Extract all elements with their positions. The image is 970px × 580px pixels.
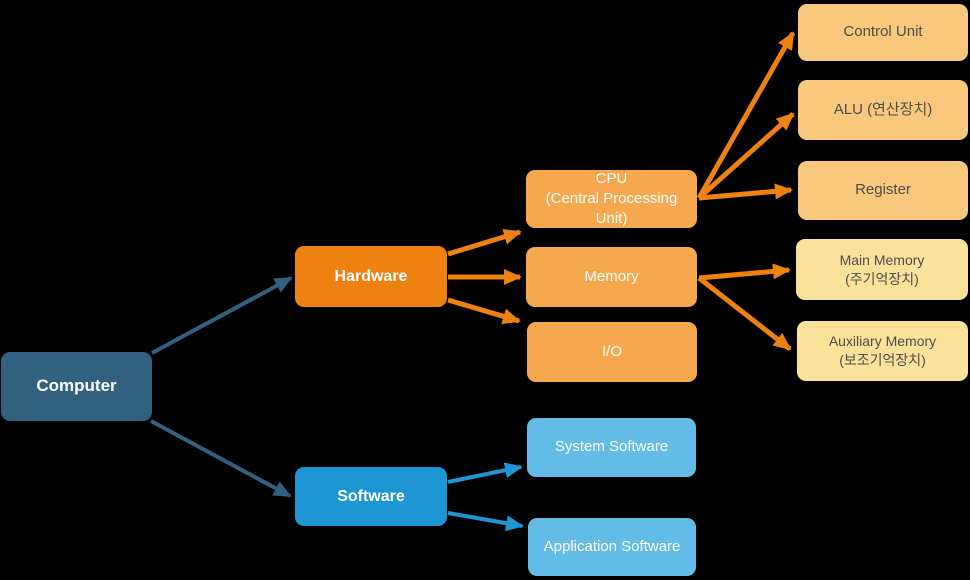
node-system-software: System Software: [527, 418, 696, 477]
node-cpu-label: CPU (Central Processing Unit): [545, 169, 678, 228]
edge-software-application-software: [447, 511, 524, 532]
edge-memory-main-memory: [698, 263, 791, 281]
edge-computer-software: [150, 419, 292, 498]
node-software: Software: [295, 467, 447, 526]
node-io: I/O: [527, 322, 697, 382]
node-alu-label: ALU (연산장치): [833, 100, 933, 118]
node-system-software-label: System Software: [554, 438, 669, 456]
node-io-label: I/O: [601, 342, 622, 360]
node-auxiliary-memory-label: Auxiliary Memory (보조기억장치): [828, 333, 937, 368]
node-hardware-label: Hardware: [334, 267, 408, 285]
node-memory-label: Memory: [584, 267, 639, 285]
edge-software-system-software: [447, 462, 523, 484]
node-register: Register: [798, 161, 968, 220]
node-application-software-label: Application Software: [543, 537, 681, 555]
node-auxiliary-memory: Auxiliary Memory (보조기억장치): [797, 321, 968, 381]
node-computer: Computer: [1, 352, 152, 421]
node-main-memory-label: Main Memory (주기억장치): [839, 251, 925, 287]
edge-hardware-cpu: [447, 229, 522, 257]
node-alu: ALU (연산장치): [798, 80, 968, 140]
node-application-software: Application Software: [528, 518, 696, 576]
node-control-unit-label: Control Unit: [843, 23, 923, 41]
edge-computer-hardware: [151, 276, 293, 355]
node-cpu: CPU (Central Processing Unit): [526, 170, 697, 228]
edge-hardware-io: [447, 297, 521, 325]
edge-memory-auxiliary-memory: [697, 276, 792, 351]
node-software-label: Software: [337, 487, 405, 505]
node-memory: Memory: [526, 247, 697, 307]
edge-cpu-alu: [697, 112, 795, 200]
node-main-memory: Main Memory (주기억장치): [796, 239, 968, 300]
node-hardware: Hardware: [295, 246, 447, 307]
node-computer-label: Computer: [36, 376, 117, 396]
node-register-label: Register: [855, 181, 911, 199]
edge-cpu-register: [698, 183, 793, 201]
edge-cpu-control-unit: [696, 31, 796, 200]
node-control-unit: Control Unit: [798, 4, 968, 61]
